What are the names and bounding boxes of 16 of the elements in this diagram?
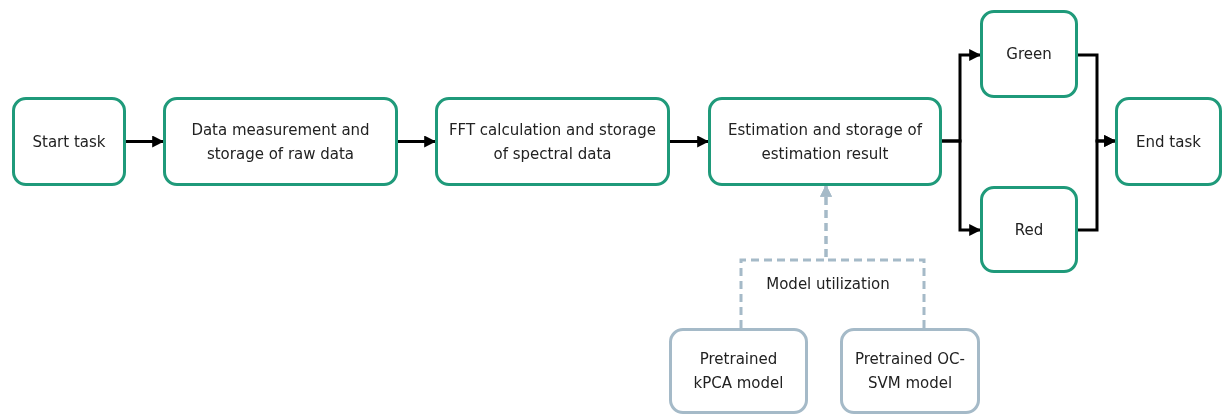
- process-box: End task: [1115, 97, 1222, 186]
- arrow: [398, 135, 437, 148]
- process-box: Estimation and storage of estimation result: [708, 97, 942, 186]
- arrow: [820, 184, 926, 328]
- process-box: Start task: [12, 97, 126, 186]
- process-box: FFT calculation and storage of spectral data: [435, 97, 670, 186]
- process-box: Red: [980, 186, 1078, 273]
- group-label: Model utilization: [766, 275, 890, 293]
- arrow: [1078, 135, 1117, 232]
- model-box: Pretrained kPCA model: [669, 328, 808, 414]
- arrow: [126, 135, 165, 148]
- arrow: [942, 139, 982, 236]
- model-box: Pretrained OC-SVM model: [840, 328, 980, 414]
- arrow: [670, 135, 710, 148]
- process-box: Green: [980, 10, 1078, 98]
- process-box: Data measurement and storage of raw data: [163, 97, 398, 186]
